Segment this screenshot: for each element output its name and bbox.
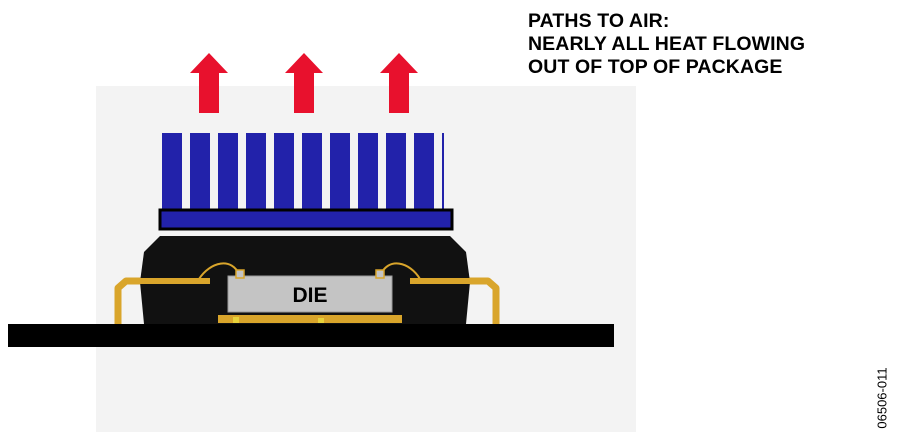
heatsink-fin xyxy=(190,133,210,211)
caption-line: PATHS TO AIR: xyxy=(528,10,670,32)
up-arrow-icon xyxy=(190,53,228,113)
diagram-caption: PATHS TO AIR: NEARLY ALL HEAT FLOWING OU… xyxy=(528,10,805,79)
die-attach-mark xyxy=(233,317,239,323)
pcb-board xyxy=(8,324,614,347)
up-arrow-icon xyxy=(285,53,323,113)
heatsink-fin xyxy=(414,133,434,211)
heatsink-fin xyxy=(358,133,378,211)
heatsink-fin xyxy=(246,133,266,211)
heatsink-fin xyxy=(218,133,238,211)
heatsink-fin xyxy=(302,133,322,211)
heat-arrows xyxy=(190,53,418,113)
bond-pad xyxy=(375,269,385,279)
bond-pad xyxy=(235,269,245,279)
heatsink-fin xyxy=(274,133,294,211)
heatsink-base xyxy=(158,208,454,231)
heatsink-fins xyxy=(162,133,444,211)
lead-frame-left xyxy=(140,278,210,284)
heatsink-fin xyxy=(162,133,182,211)
heatsink-fin xyxy=(386,133,406,211)
caption-line: OUT OF TOP OF PACKAGE xyxy=(528,56,783,78)
up-arrow-icon xyxy=(380,53,418,113)
die-label: DIE xyxy=(292,284,327,307)
heatsink-fin xyxy=(330,133,350,211)
die-paddle xyxy=(218,315,402,323)
figure-id: 06506-011 xyxy=(874,367,890,429)
die-attach-mark xyxy=(318,318,324,323)
die xyxy=(227,275,393,313)
heatsink-fin xyxy=(442,133,444,211)
caption-line: NEARLY ALL HEAT FLOWING xyxy=(528,33,806,55)
lead-frame-right xyxy=(410,278,470,284)
